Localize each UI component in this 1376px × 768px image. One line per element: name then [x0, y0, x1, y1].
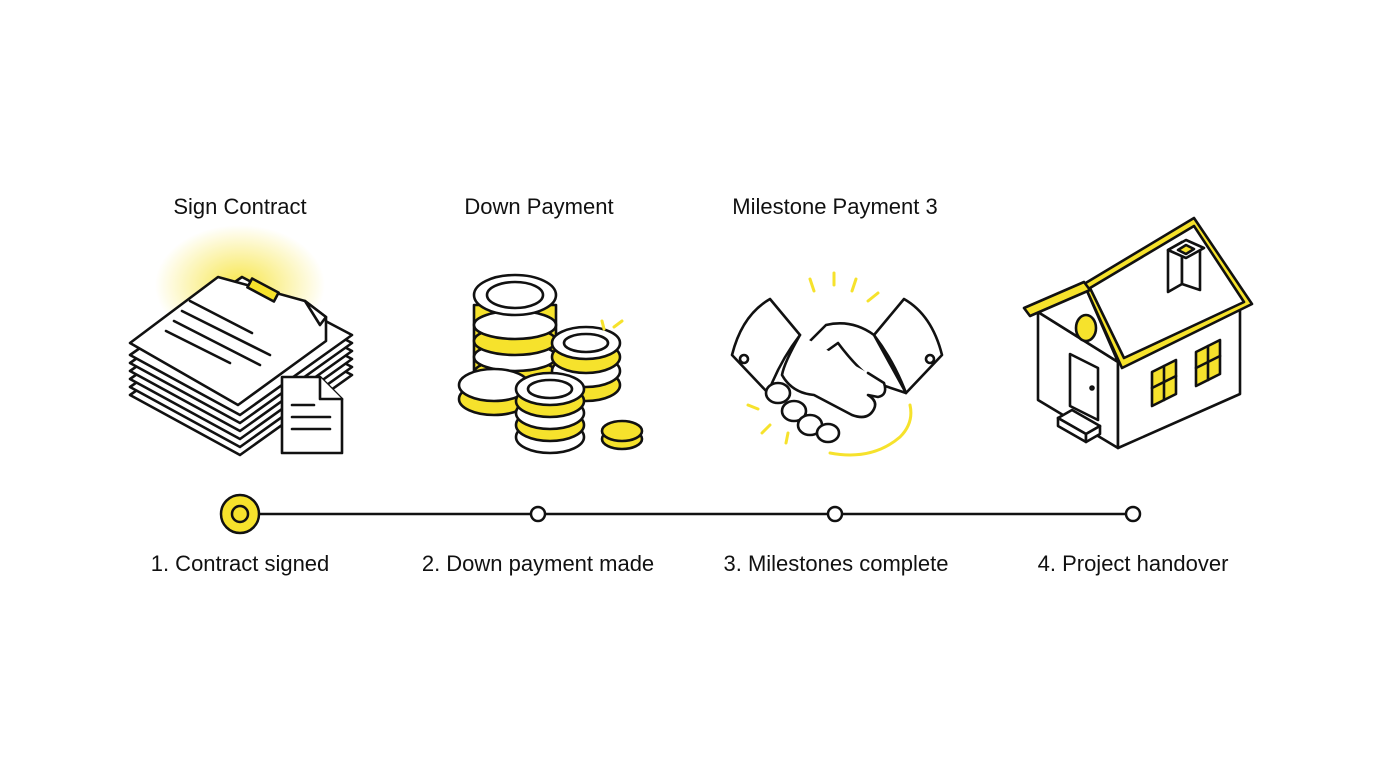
- contract-documents-icon: [128, 225, 354, 457]
- step-2-title: Down Payment: [464, 194, 614, 219]
- step-1-marker-inner: [230, 504, 250, 524]
- step-4-marker: [1124, 505, 1142, 523]
- step-3-label: 3. Milestones complete: [723, 551, 949, 576]
- coin-stacks-icon: [457, 273, 644, 455]
- step-2-marker: [529, 505, 547, 523]
- step-3-title: Milestone Payment 3: [732, 194, 938, 219]
- handshake-icon: [730, 271, 944, 457]
- step-1-title: Sign Contract: [173, 194, 307, 219]
- house-icon: [1022, 216, 1254, 450]
- step-3-marker: [826, 505, 844, 523]
- step-1-label: 1. Contract signed: [150, 551, 330, 576]
- timeline: [219, 493, 1142, 535]
- step-4-label: 4. Project handover: [1037, 551, 1229, 576]
- step-2-label: 2. Down payment made: [421, 551, 655, 576]
